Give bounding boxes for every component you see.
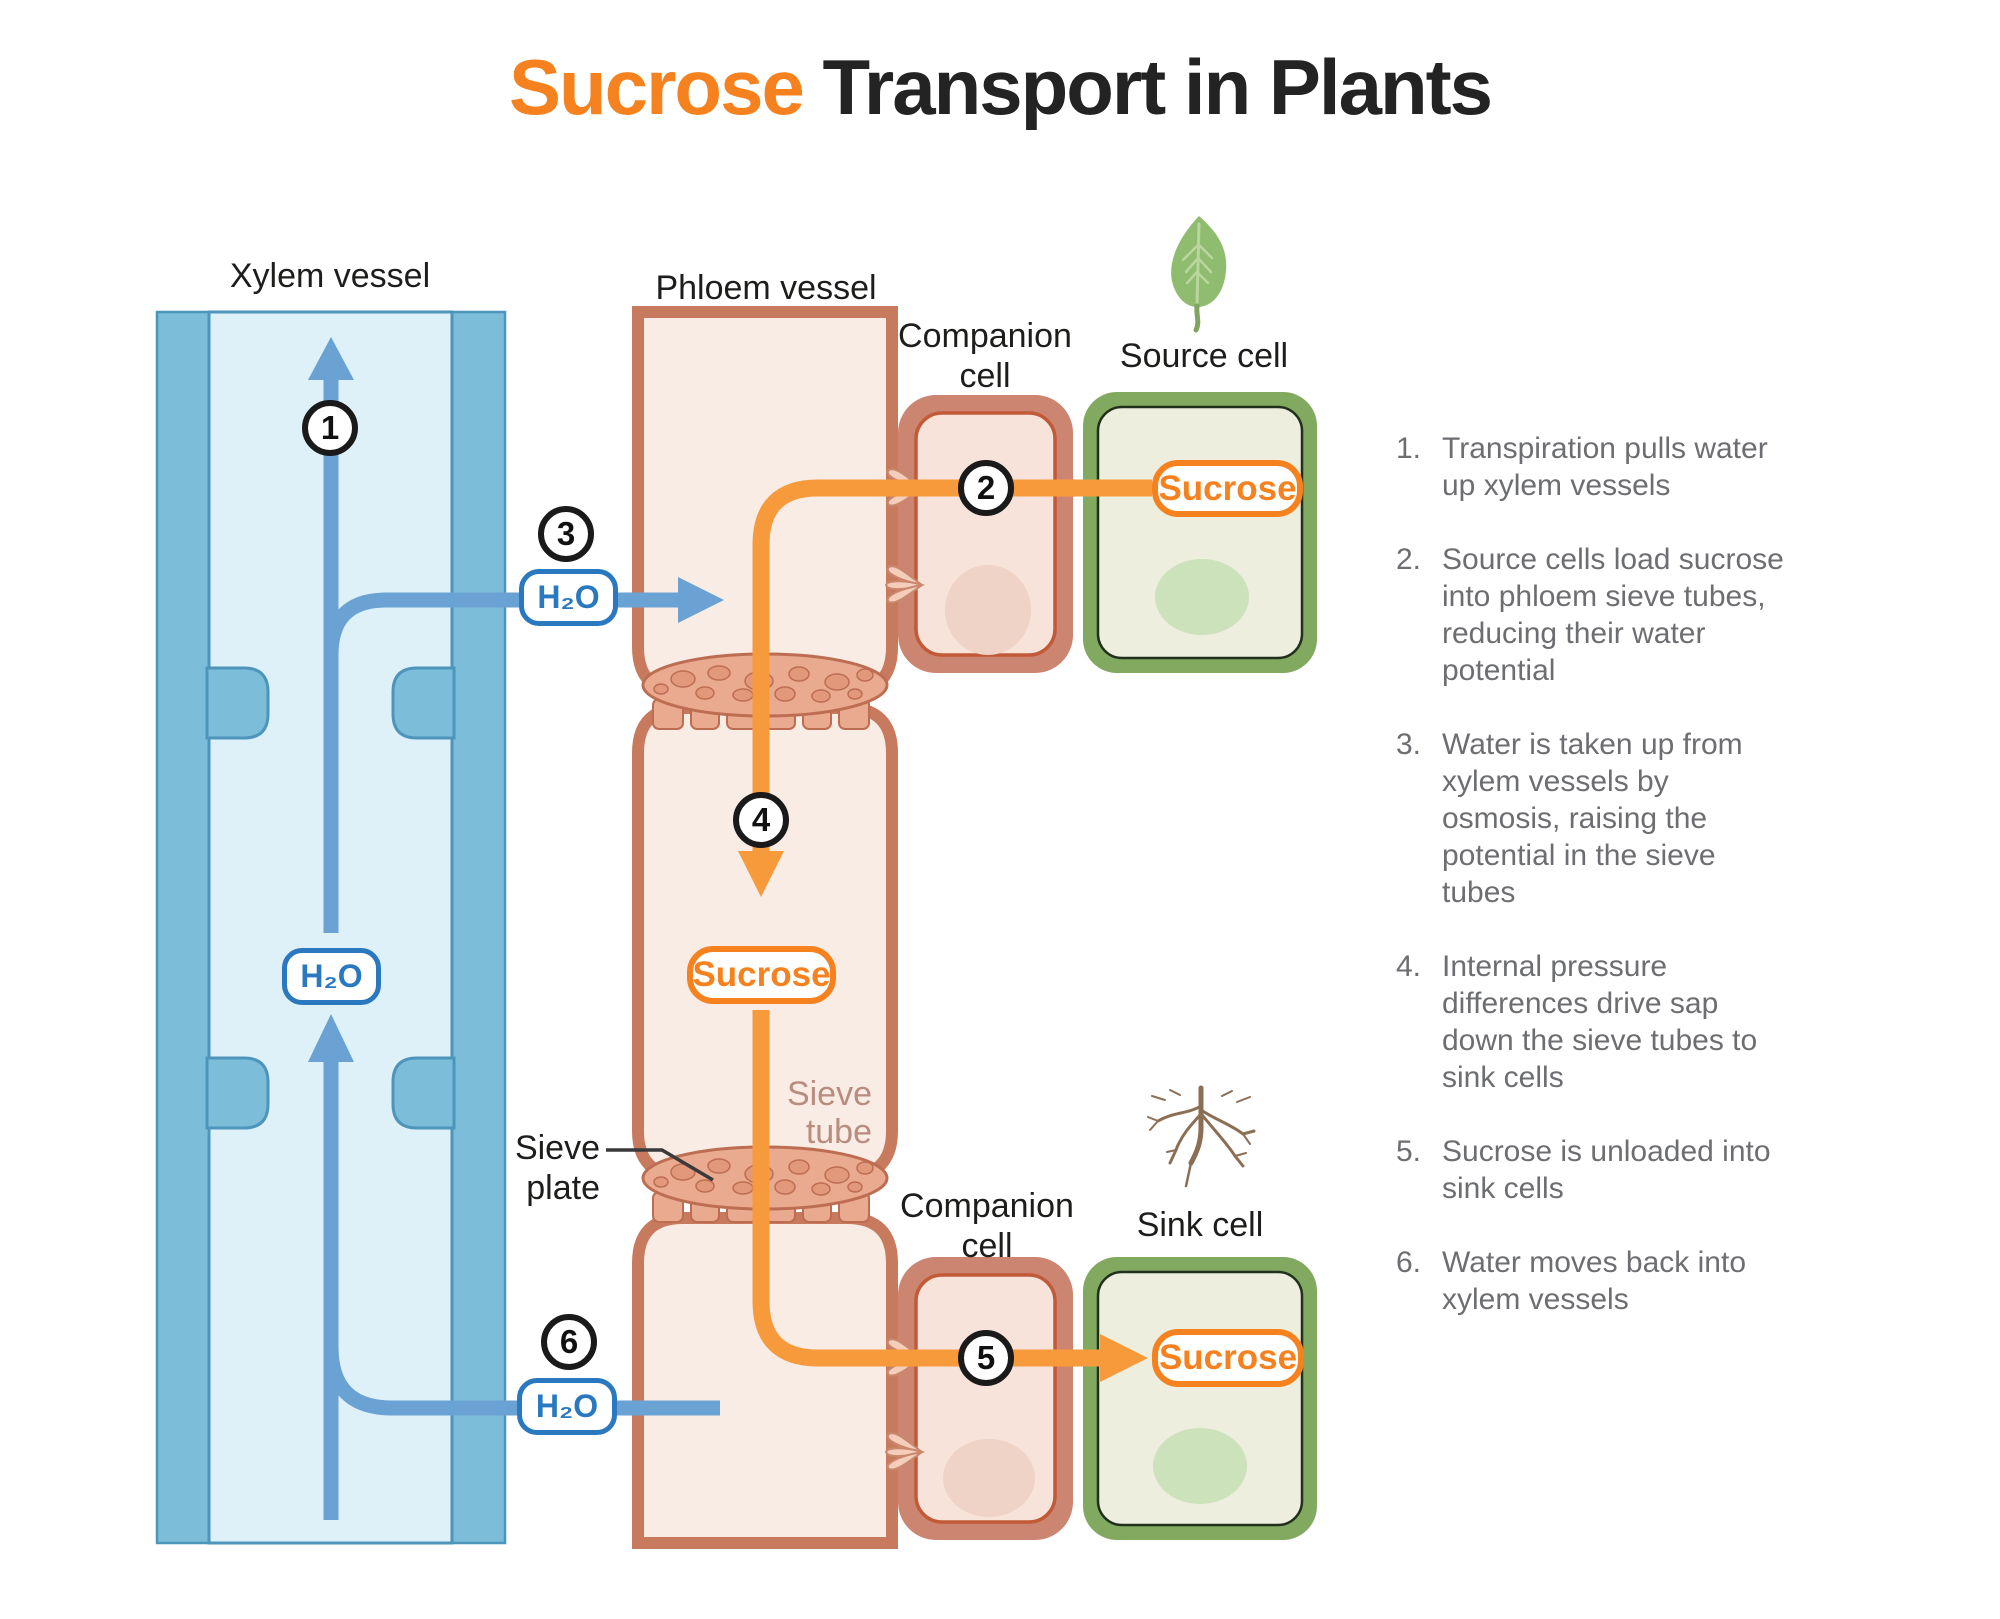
step-text: Transpiration pulls water up xylem vesse… [1442,432,1768,502]
down-arrowhead [738,851,784,897]
step-marker-number: 2 [976,469,996,506]
sink-nucleus [1153,1428,1247,1504]
steps-list: 1. Transpiration pulls water up xylem ves… [1396,430,1788,1355]
h2o-text: H₂O [537,579,600,615]
step-number: 3. [1396,728,1422,761]
h2o-text: H₂O [300,958,363,994]
xylem-pit [205,666,270,740]
title-highlight: Sucrose [509,43,805,131]
phloem-vessel [632,306,898,1549]
source-cell [1083,392,1317,673]
source-cell-label: Source cell [1119,337,1289,375]
right-arrowhead [678,577,724,623]
step-marker-5: 5 [958,1330,1014,1386]
step-marker-number: 3 [556,515,576,552]
step-text: Water is taken up from xylem vessels by … [1442,728,1743,909]
step-marker-number: 6 [559,1323,579,1360]
xylem-label: Xylem vessel [229,257,431,295]
water-flow-path [308,337,724,1520]
xylem-pit [391,1056,456,1130]
step-item-4: 4. Internal pressure differences drive sa… [1396,948,1788,1096]
phloem-label: Phloem vessel [655,269,877,307]
page-title: Sucrose Transport in Plants [0,42,2000,133]
step-number: 2. [1396,543,1422,576]
sink-cell-label: Sink cell [1136,1206,1264,1244]
sieve-tube-label: Sieve tube [786,1075,872,1151]
companion-nucleus [945,565,1031,655]
step-text: Sucrose is unloaded into sink cells [1442,1135,1771,1205]
sucrose-text: Sucrose [692,955,831,994]
up-arrowhead [308,1014,354,1062]
source-nucleus [1155,559,1249,635]
step-marker-1: 1 [302,400,358,456]
xylem-pit [205,1056,270,1130]
h2o-badge-xylem: H₂O [282,948,381,1005]
right-arrowhead [1100,1334,1148,1382]
sucrose-badge-sink: Sucrose [1152,1329,1304,1387]
companion-cell-bottom-label: Companion cell [900,1187,1074,1265]
step-marker-2: 2 [958,460,1014,516]
sucrose-text: Sucrose [1158,1338,1298,1377]
step-item-1: 1. Transpiration pulls water up xylem ves… [1396,430,1788,504]
step-item-3: 3. Water is taken up from xylem vessels b… [1396,726,1788,911]
step-marker-4: 4 [733,792,789,848]
step-marker-number: 1 [320,409,340,446]
h2o-badge-osmosis: H₂O [519,569,618,626]
step-text: Water moves back into xylem vessels [1442,1246,1746,1316]
step-item-6: 6. Water moves back into xylem vessels [1396,1244,1788,1318]
sieve-plate-pointer-line [606,1148,714,1182]
sucrose-badge-source: Sucrose [1152,460,1303,517]
step-marker-number: 4 [751,801,771,838]
sucrose-flow-path [738,479,1152,1382]
step-item-5: 5. Sucrose is unloaded into sink cells [1396,1133,1788,1207]
step-item-2: 2. Source cells load sucrose into phloem … [1396,541,1788,689]
step-number: 4. [1396,950,1422,983]
h2o-badge-return: H₂O [517,1378,617,1435]
step-text: Internal pressure differences drive sap … [1442,950,1758,1094]
step-number: 1. [1396,432,1422,465]
sucrose-text: Sucrose [1158,468,1297,508]
leaf-icon [1171,216,1227,333]
xylem-pit [391,666,456,740]
step-number: 6. [1396,1246,1422,1279]
step-marker-3: 3 [538,506,594,562]
h2o-text: H₂O [535,1388,599,1424]
companion-cell-top [885,395,1073,673]
up-arrowhead [308,337,354,380]
sieve-plate-label: Sieve plate [514,1129,600,1207]
step-marker-6: 6 [541,1314,597,1370]
companion-cell-top-label: Companion cell [898,317,1072,395]
sink-cell [1083,1257,1317,1540]
root-icon [1147,1085,1256,1188]
sucrose-badge-phloem: Sucrose [687,946,836,1004]
title-rest: Transport in Plants [802,43,1492,131]
step-number: 5. [1396,1135,1422,1168]
companion-cell-bottom [885,1257,1073,1540]
step-marker-number: 5 [976,1339,996,1376]
companion-nucleus [943,1439,1035,1517]
step-text: Source cells load sucrose into phloem si… [1442,543,1784,687]
